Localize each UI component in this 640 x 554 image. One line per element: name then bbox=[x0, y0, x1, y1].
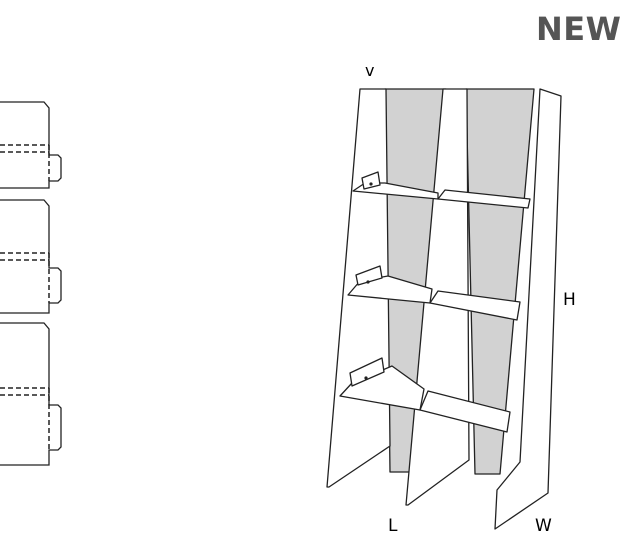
dimension-label-v: v bbox=[365, 61, 375, 80]
stopper-middle bbox=[355, 265, 383, 286]
stopper-bottom bbox=[349, 357, 385, 387]
new-badge: NEW bbox=[536, 10, 622, 48]
shelf-top-right bbox=[437, 189, 531, 209]
flat-panel-2 bbox=[0, 199, 62, 314]
shelf-bottom-right bbox=[419, 390, 511, 433]
side-panel-right bbox=[494, 88, 562, 530]
stopper-top bbox=[361, 171, 381, 190]
dimension-label-w: W bbox=[535, 516, 552, 536]
back-panel-right bbox=[465, 88, 535, 475]
shelf-middle-right bbox=[429, 290, 521, 321]
dimension-label-h: H bbox=[563, 290, 576, 310]
shelf-bottom-left bbox=[339, 365, 425, 411]
flat-panel-3 bbox=[0, 322, 62, 466]
flat-panel-1 bbox=[0, 101, 62, 189]
dimension-label-l: L bbox=[388, 516, 398, 536]
